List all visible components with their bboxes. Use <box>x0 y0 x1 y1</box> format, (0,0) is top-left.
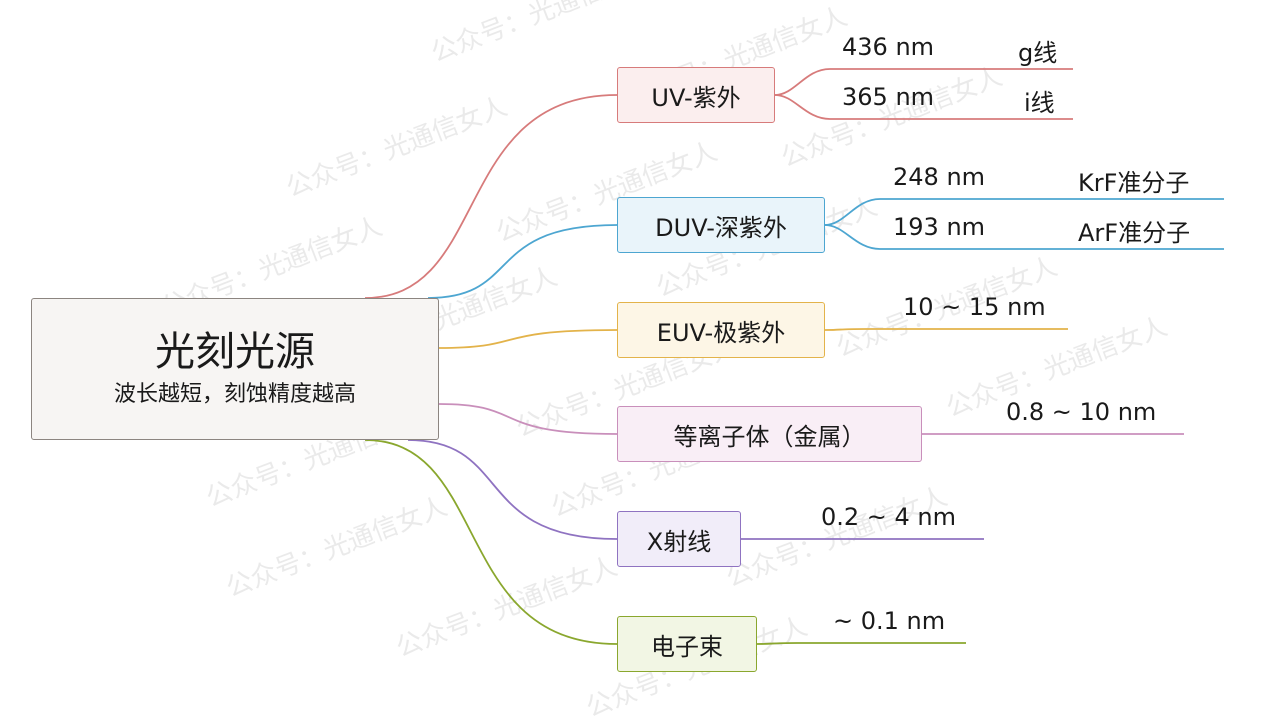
leaf-wavelength[interactable]: 0.8 ~ 10 nm <box>1006 398 1157 426</box>
leaf-note[interactable]: ArF准分子 <box>1078 219 1191 247</box>
leaf-note[interactable]: g线 <box>1018 39 1058 67</box>
branch-node-duv[interactable]: DUV-深紫外 <box>617 197 825 253</box>
branch-label: DUV-深紫外 <box>655 213 787 242</box>
leaf-wavelength[interactable]: 436 nm <box>842 33 935 61</box>
branch-label: 等离子体（金属） <box>673 422 866 451</box>
branch-connector-plasma <box>438 403 618 435</box>
leaf-wavelength[interactable]: 365 nm <box>842 83 935 111</box>
branch-label: 电子束 <box>651 632 723 661</box>
branch-connector-xray <box>407 439 618 540</box>
leaf-connector-duv-1 <box>824 224 881 250</box>
leaf-note[interactable]: i线 <box>1024 89 1055 117</box>
branch-connector-ebeam <box>364 439 618 645</box>
branch-label: UV-紫外 <box>651 83 741 112</box>
leaf-wavelength[interactable]: 248 nm <box>893 163 986 191</box>
leaf-wavelength[interactable]: 193 nm <box>893 213 986 241</box>
leaf-wavelength[interactable]: 10 ~ 15 nm <box>903 293 1046 321</box>
root-title: 光刻光源 <box>155 329 315 375</box>
leaf-connector-uv-0 <box>774 68 831 96</box>
branch-connector-duv <box>427 224 618 299</box>
leaf-wavelength[interactable]: 0.2 ~ 4 nm <box>821 503 957 531</box>
leaf-connector-duv-0 <box>824 198 881 226</box>
leaf-underline-ebeam <box>756 642 966 645</box>
branch-connector-euv <box>438 329 618 349</box>
branch-connector-uv <box>364 94 618 299</box>
leaf-wavelength[interactable]: ~ 0.1 nm <box>833 607 946 635</box>
branch-node-euv[interactable]: EUV-极紫外 <box>617 302 825 358</box>
leaf-connector-uv-1 <box>774 94 831 120</box>
branch-label: EUV-极紫外 <box>656 318 786 347</box>
leaf-underline-euv <box>824 328 1068 331</box>
root-subtitle: 波长越短，刻蚀精度越高 <box>113 382 356 407</box>
branch-label: X射线 <box>646 527 712 556</box>
root-node[interactable]: 光刻光源 波长越短，刻蚀精度越高 <box>31 298 439 440</box>
leaf-note[interactable]: KrF准分子 <box>1078 169 1190 197</box>
branch-node-ebeam[interactable]: 电子束 <box>617 616 757 672</box>
branch-node-xray[interactable]: X射线 <box>617 511 741 567</box>
branch-node-plasma[interactable]: 等离子体（金属） <box>617 406 922 462</box>
branch-node-uv[interactable]: UV-紫外 <box>617 67 775 123</box>
